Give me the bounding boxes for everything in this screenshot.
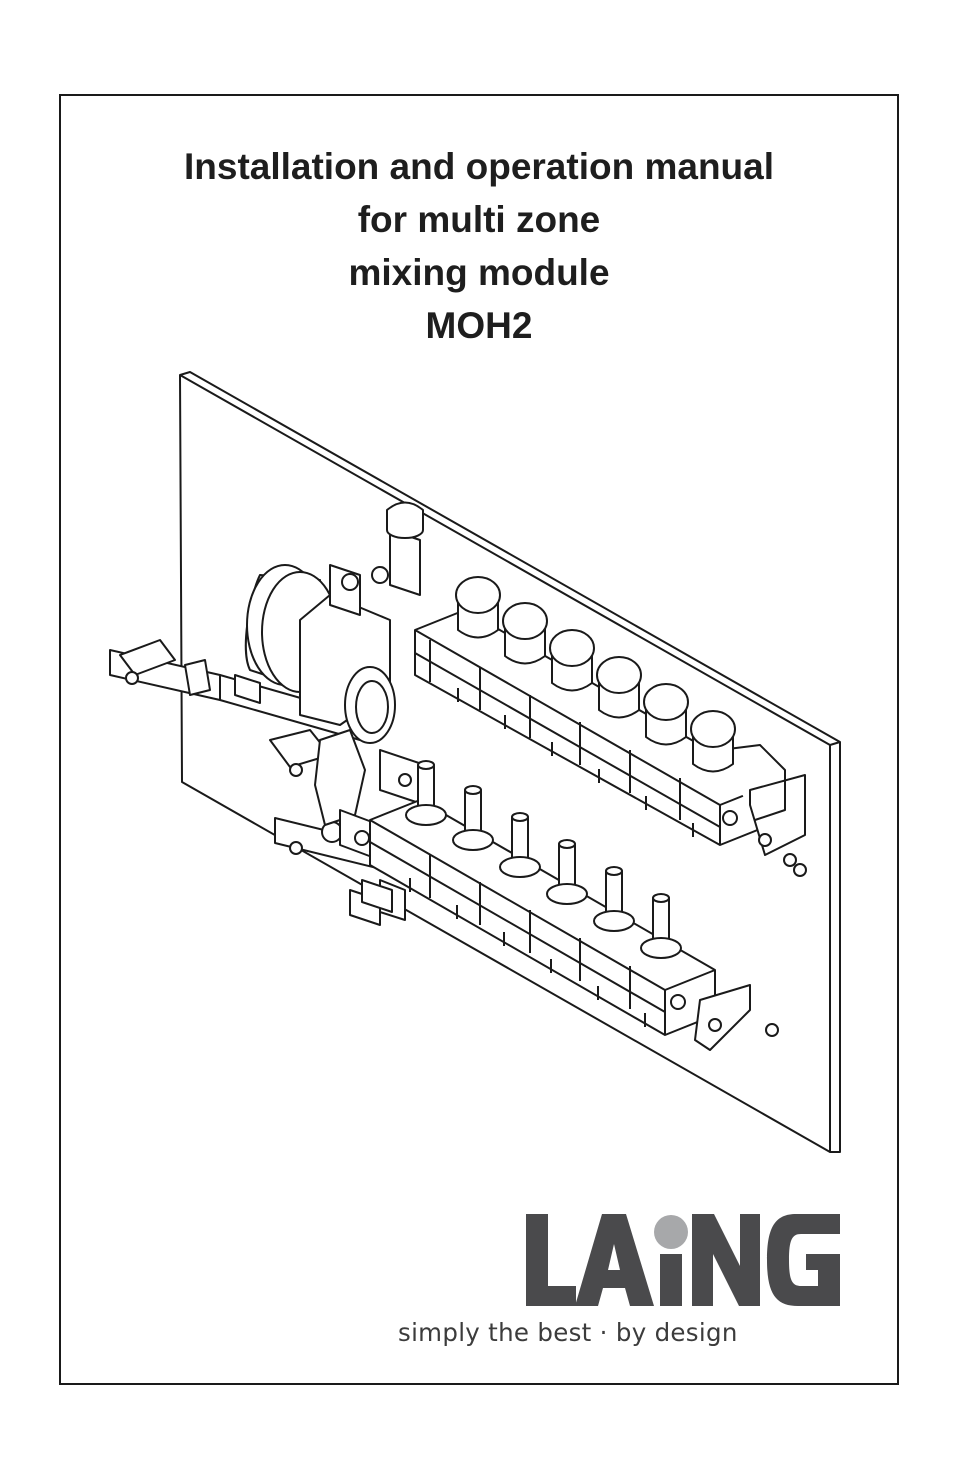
brand-tagline: simply the best · by design	[398, 1318, 738, 1347]
title-line-2: for multi zone	[357, 199, 601, 240]
mixing-module-illustration	[109, 371, 841, 1153]
document-title: Installation and operation manual for mu…	[59, 140, 899, 352]
pump-motor	[244, 501, 426, 926]
title-line-4: MOH2	[425, 305, 533, 346]
title-line-1: Installation and operation manual	[183, 146, 774, 187]
top-manifold	[414, 576, 807, 877]
title-line-3: mixing module	[348, 252, 610, 293]
inlet-pipes	[109, 639, 386, 871]
bottom-manifold	[361, 760, 779, 1051]
laing-logo	[526, 1214, 840, 1306]
page-border	[59, 94, 899, 1385]
